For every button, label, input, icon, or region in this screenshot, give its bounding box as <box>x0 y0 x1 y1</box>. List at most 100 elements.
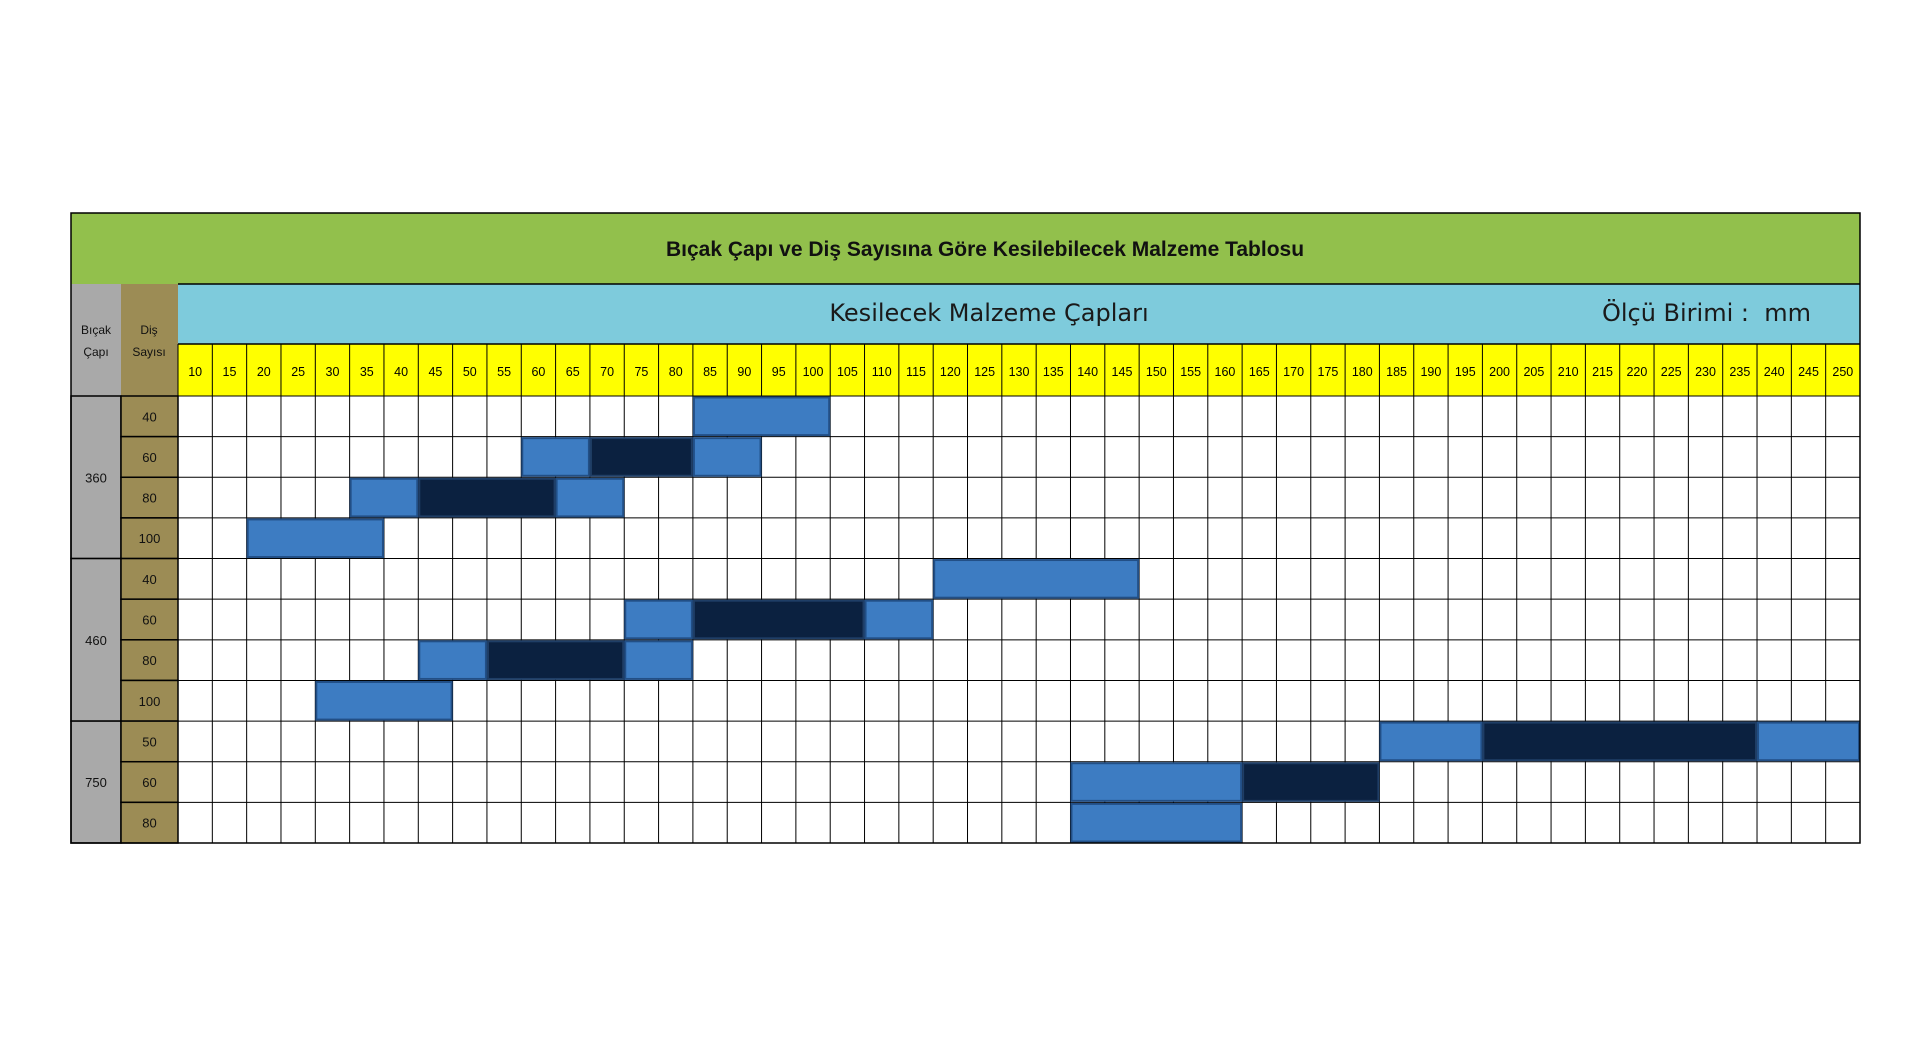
teeth-header-line1: Diş <box>140 323 157 337</box>
range-bar-light <box>1070 802 1243 843</box>
range-bar-light <box>1757 721 1860 762</box>
x-tick-label: 235 <box>1729 365 1750 379</box>
x-tick-label: 205 <box>1523 365 1544 379</box>
x-tick-label: 210 <box>1558 365 1579 379</box>
x-tick-label: 95 <box>772 365 786 379</box>
unit-label: Ölçü Birimi : mm <box>1602 298 1811 327</box>
teeth-count-label: 80 <box>142 491 156 506</box>
x-tick-label: 10 <box>188 365 202 379</box>
blade-header-line1: Bıçak <box>81 323 112 337</box>
x-tick-label: 45 <box>428 365 442 379</box>
teeth-count-cell <box>120 760 179 804</box>
x-tick-label: 50 <box>463 365 477 379</box>
teeth-count-label: 40 <box>142 409 156 424</box>
range-bar-light <box>349 477 419 518</box>
x-tick-label: 80 <box>669 365 683 379</box>
teeth-count-label: 60 <box>142 775 156 790</box>
x-tick-label: 195 <box>1455 365 1476 379</box>
teeth-count-label: 50 <box>142 734 156 749</box>
blade-diameter-cell <box>70 557 122 722</box>
x-tick-label: 250 <box>1832 365 1853 379</box>
blade-diameter-label: 460 <box>85 633 107 648</box>
x-tick-label: 185 <box>1386 365 1407 379</box>
teeth-count-label: 80 <box>142 816 156 831</box>
subtitle-band <box>178 284 1860 344</box>
blade-diameter-cell <box>70 720 122 844</box>
x-tick-label: 35 <box>360 365 374 379</box>
x-tick-label: 60 <box>531 365 545 379</box>
teeth-count-label: 60 <box>142 613 156 628</box>
range-bar-light <box>246 518 384 559</box>
x-tick-label: 240 <box>1764 365 1785 379</box>
range-bar-light <box>864 599 934 640</box>
range-bar-light <box>1070 762 1243 802</box>
chart-title: Bıçak Çapı ve Diş Sayısına Göre Kesilebi… <box>666 238 1304 261</box>
x-tick-label: 55 <box>497 365 511 379</box>
teeth-count-cell <box>120 639 179 682</box>
range-bar-light <box>521 437 590 477</box>
x-tick-label: 70 <box>600 365 614 379</box>
x-tick-label: 20 <box>257 365 271 379</box>
teeth-count-label: 100 <box>139 531 161 546</box>
x-tick-label: 145 <box>1112 365 1133 379</box>
x-tick-band <box>178 344 1860 396</box>
range-bar-light <box>692 396 831 437</box>
x-tick-label: 90 <box>737 365 751 379</box>
teeth-count-label: 80 <box>142 653 156 668</box>
x-tick-label: 75 <box>634 365 648 379</box>
teeth-count-label: 100 <box>139 694 161 709</box>
x-tick-label: 220 <box>1626 365 1647 379</box>
teeth-count-label: 40 <box>142 572 156 587</box>
teeth-count-cell <box>120 557 179 600</box>
x-tick-label: 230 <box>1695 365 1716 379</box>
x-tick-label: 25 <box>291 365 305 379</box>
x-tick-label: 165 <box>1249 365 1270 379</box>
teeth-header-cell <box>121 284 178 396</box>
x-tick-label: 100 <box>803 365 824 379</box>
x-tick-label: 160 <box>1215 365 1236 379</box>
x-tick-label: 215 <box>1592 365 1613 379</box>
range-bars <box>246 396 1860 843</box>
x-tick-label: 135 <box>1043 365 1064 379</box>
x-tick-label: 175 <box>1318 365 1339 379</box>
x-tick-label: 140 <box>1077 365 1098 379</box>
range-bar-light <box>692 437 762 477</box>
title-band <box>71 213 1860 284</box>
teeth-count-label: 60 <box>142 450 156 465</box>
range-bar-dark <box>1482 721 1758 762</box>
range-bar-dark <box>692 599 865 640</box>
x-tick-label: 40 <box>394 365 408 379</box>
x-tick-label: 85 <box>703 365 717 379</box>
range-bar-light <box>315 680 453 721</box>
x-tick-label: 225 <box>1661 365 1682 379</box>
subtitle-label: Kesilecek Malzeme Çapları <box>829 299 1148 327</box>
x-tick-label: 125 <box>974 365 995 379</box>
x-tick-label: 120 <box>940 365 961 379</box>
range-bar-light <box>1379 721 1483 762</box>
x-tick-label: 200 <box>1489 365 1510 379</box>
range-bar-dark <box>1242 762 1380 802</box>
range-bar-dark <box>418 477 556 518</box>
x-tick-label: 155 <box>1180 365 1201 379</box>
teeth-header-line2: Sayısı <box>132 345 165 359</box>
x-tick-label: 245 <box>1798 365 1819 379</box>
blade-header-cell <box>71 284 121 396</box>
x-tick-label: 65 <box>566 365 580 379</box>
range-bar-light <box>624 599 693 640</box>
x-tick-label: 115 <box>906 365 926 379</box>
x-tick-label: 170 <box>1283 365 1304 379</box>
x-tick-label: 110 <box>872 365 892 379</box>
x-tick-label: 190 <box>1420 365 1441 379</box>
blade-diameter-label: 750 <box>85 775 107 790</box>
x-tick-label: 150 <box>1146 365 1167 379</box>
range-bar-dark <box>589 437 693 477</box>
range-bar-light <box>933 559 1140 599</box>
x-tick-label: 30 <box>326 365 340 379</box>
x-tick-label: 105 <box>837 365 858 379</box>
range-bar-light <box>555 477 625 518</box>
table-outer-border <box>70 212 1861 844</box>
blade-header-line2: Çapı <box>83 345 108 359</box>
